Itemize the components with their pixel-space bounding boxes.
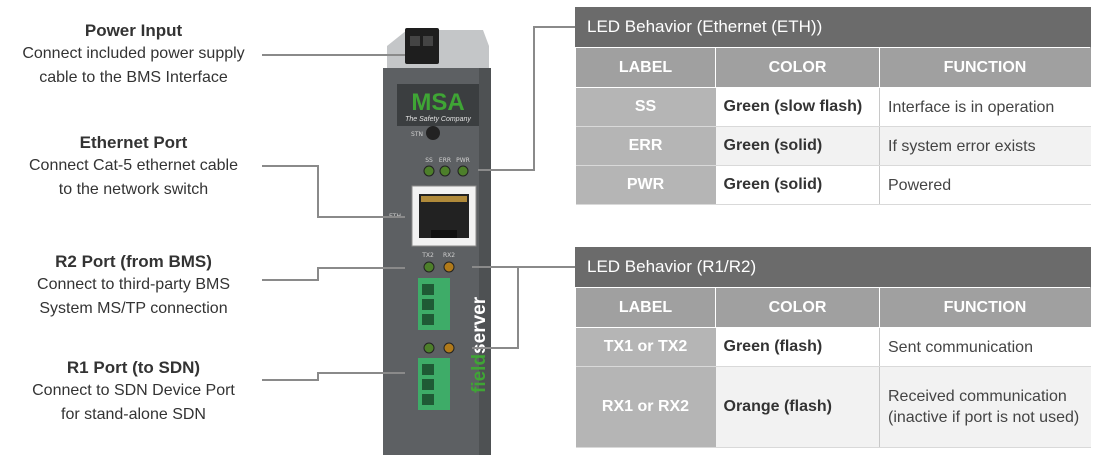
eth-port-label: ETH <box>389 213 401 220</box>
callout-r2-port: R2 Port (from BMS) Connect to third-part… <box>10 251 257 321</box>
terminal-screw <box>422 379 434 390</box>
led-label-cell: SS <box>575 87 716 127</box>
terminal-screw <box>422 314 434 325</box>
port-header-color: COLOR <box>715 287 880 328</box>
ethernet-contacts <box>421 196 467 202</box>
callout-r1-port: R1 Port (to SDN) Connect to SDN Device P… <box>10 357 257 427</box>
led-label-cell: PWR <box>575 165 716 205</box>
port-led-table: LED Behavior (R1/R2) LABEL COLOR FUNCTIO… <box>575 247 1091 448</box>
callout-line: to the network switch <box>58 181 209 198</box>
led-color-cell: Green (slow flash) <box>715 87 880 127</box>
callout-line: cable to the BMS Interface <box>39 69 228 86</box>
eth-led-table: LED Behavior (Ethernet (ETH)) LABEL COLO… <box>575 7 1091 205</box>
callout-line: Connect to SDN Device Port <box>32 382 235 399</box>
eth-led-label-err: ERR <box>439 157 451 164</box>
power-connector-pin <box>410 36 420 46</box>
stn-button <box>426 126 440 140</box>
callout-power-input: Power Input Connect included power suppl… <box>10 20 257 90</box>
led-color-cell: Green (solid) <box>715 126 880 166</box>
led-label-cell: ERR <box>575 126 716 166</box>
led-function-cell: Sent communication <box>879 327 1091 367</box>
port-header-label: LABEL <box>575 287 716 328</box>
led-label-cell: TX1 or TX2 <box>575 327 716 367</box>
terminal-screw <box>422 364 434 375</box>
brand-logo: MSA <box>411 89 464 116</box>
led-function-cell: Powered <box>879 165 1091 205</box>
ethernet-socket-tab <box>431 230 457 238</box>
callout-line: for stand-alone SDN <box>61 406 206 423</box>
callout-line: Connect Cat-5 ethernet cable <box>28 157 238 174</box>
callout-title: Power Input <box>84 21 183 40</box>
eth-led-label-pwr: PWR <box>456 157 470 164</box>
eth-led-table-title: LED Behavior (Ethernet (ETH)) <box>575 7 1091 47</box>
eth-led-err <box>439 165 451 177</box>
eth-led-label-ss: SS <box>425 157 433 164</box>
power-connector-pin <box>423 36 433 46</box>
product-logo: fieldserver <box>469 296 490 393</box>
eth-led-ss <box>423 165 435 177</box>
r1-led-rx <box>443 342 455 354</box>
bms-interface-device: MSA The Safety Company STN SS ERR PWR ET… <box>383 28 491 455</box>
callout-line: Connect included power supply <box>22 45 245 62</box>
r1-led-tx <box>423 342 435 354</box>
callout-title: R2 Port (from BMS) <box>55 252 212 271</box>
terminal-screw <box>422 394 434 405</box>
terminal-screw <box>422 299 434 310</box>
terminal-screw <box>422 284 434 295</box>
brand-plate <box>397 84 479 126</box>
r2-led-label-tx: TX2 <box>421 252 434 259</box>
eth-header-label: LABEL <box>575 47 716 88</box>
callout-title: R1 Port (to SDN) <box>66 358 201 377</box>
brand-tagline: The Safety Company <box>405 116 471 123</box>
table-row: PWR Green (solid) Powered <box>575 165 1091 205</box>
led-function-cell: Interface is in operation <box>879 87 1091 127</box>
eth-header-color: COLOR <box>715 47 880 88</box>
eth-led-pwr <box>457 165 469 177</box>
eth-header-function: FUNCTION <box>879 47 1091 88</box>
port-led-table-title: LED Behavior (R1/R2) <box>575 247 1091 287</box>
device-body <box>383 68 491 455</box>
led-color-cell: Green (flash) <box>715 327 880 367</box>
led-color-cell: Orange (flash) <box>715 366 880 448</box>
device-side-shade <box>479 68 491 455</box>
stn-label: STN <box>411 131 423 138</box>
table-row: TX1 or TX2 Green (flash) Sent communicat… <box>575 327 1091 367</box>
r2-led-tx <box>423 261 435 273</box>
led-label-cell: RX1 or RX2 <box>575 366 716 448</box>
led-function-cell: Received communication (inactive if port… <box>879 366 1091 448</box>
r2-led-label-rx: RX2 <box>443 252 455 259</box>
port-header-function: FUNCTION <box>879 287 1091 328</box>
led-function-cell: If system error exists <box>879 126 1091 166</box>
table-row: RX1 or RX2 Orange (flash) Received commu… <box>575 366 1091 448</box>
callout-line: System MS/TP connection <box>39 300 228 317</box>
table-row: SS Green (slow flash) Interface is in op… <box>575 87 1091 127</box>
callout-ethernet-port: Ethernet Port Connect Cat-5 ethernet cab… <box>10 132 257 202</box>
callout-line: Connect to third-party BMS <box>37 276 230 293</box>
callout-title: Ethernet Port <box>79 133 188 152</box>
led-color-cell: Green (solid) <box>715 165 880 205</box>
r2-led-rx <box>443 261 455 273</box>
line-eth-leds <box>478 26 575 171</box>
table-row: ERR Green (solid) If system error exists <box>575 126 1091 166</box>
